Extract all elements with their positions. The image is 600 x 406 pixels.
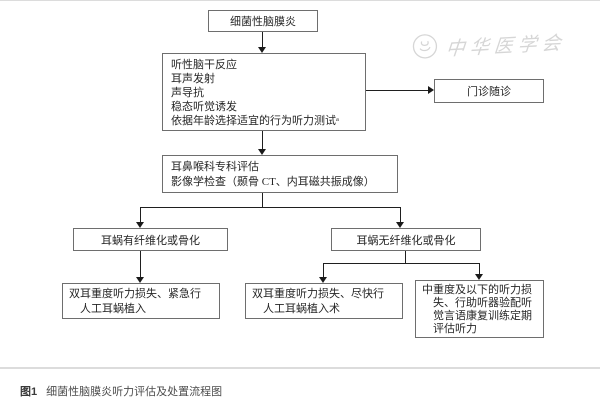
connector-nofibrosis-stub xyxy=(405,251,406,263)
node-cochlea-fibrosis: 耳蜗有纤维化或骨化 xyxy=(73,228,228,251)
arrowhead-branch-fibrosis xyxy=(136,222,144,228)
node-bacterial-meningitis: 细菌性脑膜炎 xyxy=(208,10,318,32)
arrowhead-branch-no-fibrosis xyxy=(396,222,404,228)
arrowhead-branch-aid-rehab xyxy=(475,274,483,280)
node-outpatient-followup: 门诊随诊 xyxy=(434,79,544,103)
medical-association-seal-icon xyxy=(411,33,439,65)
figure-caption-label: 图1 xyxy=(20,386,38,398)
node-hearing-aid-rehab: 中重度及以下的听力损 失、行助听器验配听 觉言语康复训练定期 评估听力 xyxy=(415,280,544,338)
connector-tests-ent xyxy=(262,131,263,149)
watermark: 中华医学会 xyxy=(411,26,567,65)
arrowhead-tests-ent xyxy=(258,149,266,155)
arrowhead-start-tests xyxy=(258,47,266,53)
node-prompt-cochlear-implant: 双耳重度听力损失、尽快行 人工耳蜗植入术 xyxy=(245,283,403,319)
connector-start-tests xyxy=(262,32,263,47)
connector-branch-aid-rehab xyxy=(479,263,480,274)
connector-branch-no-fibrosis xyxy=(400,207,401,222)
connector-fibrosis-urgent xyxy=(140,251,141,277)
bottom-divider xyxy=(0,367,600,369)
connector-branch-fibrosis xyxy=(140,207,141,222)
top-divider xyxy=(0,0,600,1)
arrowhead-fibrosis-urgent xyxy=(136,277,144,283)
connector-branch-prompt-implant xyxy=(323,263,324,277)
connector-ent-branch-horizontal xyxy=(140,207,401,208)
figure-caption: 图1 细菌性脑膜炎听力评估及处置流程图 xyxy=(20,383,222,399)
node-ent-evaluation-imaging: 耳鼻喉科专科评估 影像学检查（颞骨 CT、内耳磁共振成像） xyxy=(162,155,398,193)
connector-tests-outpatient xyxy=(366,90,428,91)
node-urgent-cochlear-implant: 双耳重度听力损失、紧急行 人工耳蜗植入 xyxy=(62,283,220,319)
connector-nofibrosis-horizontal xyxy=(323,263,480,264)
watermark-text: 中华医学会 xyxy=(444,32,567,61)
node-cochlea-no-fibrosis: 耳蜗无纤维化或骨化 xyxy=(331,228,481,251)
node-audiology-tests: 听性脑干反应 耳声发射 声导抗 稳态听觉诱发 依据年龄选择适宜的行为听力测试ᵃ xyxy=(162,53,366,131)
arrowhead-tests-outpatient xyxy=(428,86,434,94)
figure-caption-text: 细菌性脑膜炎听力评估及处置流程图 xyxy=(46,386,223,398)
connector-ent-branch-stub xyxy=(262,193,263,207)
arrowhead-branch-prompt-implant xyxy=(319,277,327,283)
